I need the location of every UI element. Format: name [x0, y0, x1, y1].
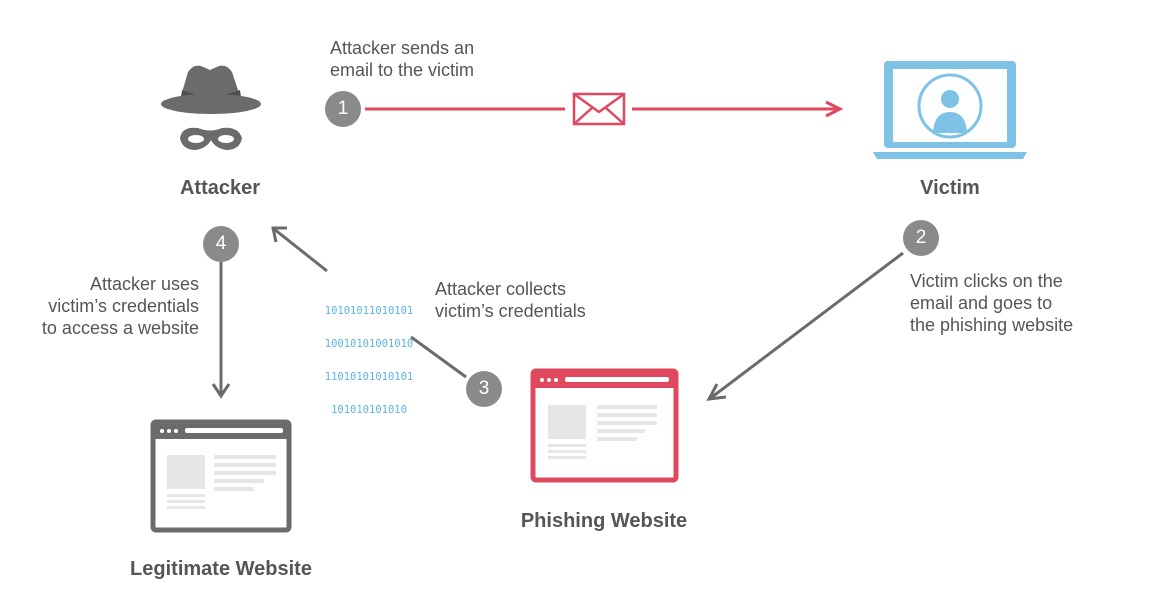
- arrow-victim-to-phishing: [706, 251, 904, 401]
- step-1-line-2: email to the victim: [330, 60, 475, 80]
- binary-line-1: 10101011010101: [324, 305, 414, 317]
- step-4-line-1: Attacker uses: [89, 274, 199, 294]
- step-4-line-3: to access a website: [41, 318, 199, 338]
- binary-line-4: 101010101010: [331, 404, 407, 416]
- legitimate-browser-window: [150, 419, 292, 533]
- step-3-line-2: victim’s credentials: [435, 301, 586, 321]
- phishing-browser-window: [530, 368, 679, 483]
- step-2-badge: 2: [903, 220, 939, 256]
- step-1-line-1: Attacker sends an: [330, 38, 475, 58]
- envelope-icon: [572, 92, 626, 126]
- binary-data: 10101011010101 10010101001010 1101010101…: [325, 284, 414, 427]
- step-3-badge: 3: [466, 371, 502, 407]
- victim-label: Victim: [920, 177, 980, 199]
- step-4-line-2: victim’s credentials: [48, 296, 199, 316]
- spy-hat-icon: [161, 65, 261, 150]
- step-3-description: Attacker collects victim’s credentials: [435, 278, 586, 322]
- step-4-description: Attacker uses victim’s credentials to ac…: [42, 273, 199, 339]
- step-2-line-1: Victim clicks on the: [910, 271, 1063, 291]
- arrow-attacker-to-victim: [365, 100, 844, 118]
- step-1-description: Attacker sends an email to the victim: [330, 37, 474, 81]
- arrow-attacker-to-legitimate: [211, 262, 231, 399]
- step-2-description: Victim clicks on the email and goes to t…: [910, 270, 1073, 336]
- step-1-badge: 1: [325, 91, 361, 127]
- phishing-website-label: Phishing Website: [520, 510, 688, 532]
- step-3-line-1: Attacker collects: [435, 279, 567, 299]
- step-2-line-3: the phishing website: [910, 315, 1074, 335]
- binary-line-3: 11010101010101: [324, 371, 414, 383]
- binary-line-2: 10010101001010: [324, 338, 414, 350]
- attacker-label: Attacker: [179, 177, 261, 199]
- step-4-badge: 4: [203, 226, 239, 262]
- step-2-line-2: email and goes to: [910, 293, 1053, 313]
- arrow-phishing-to-attacker: [271, 226, 467, 379]
- laptop-user-icon: [873, 61, 1027, 159]
- legitimate-website-label: Legitimate Website: [130, 558, 312, 580]
